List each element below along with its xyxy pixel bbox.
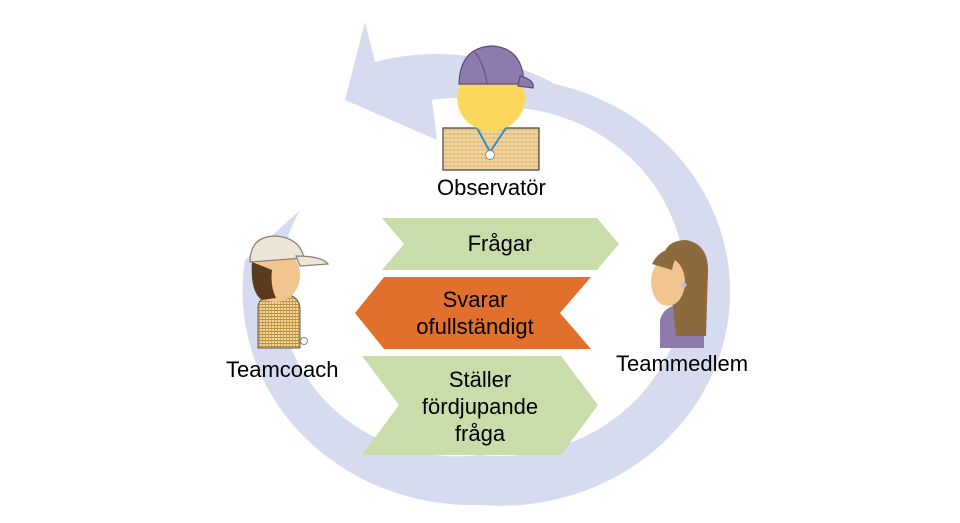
- observer-label: Observatör: [437, 175, 546, 200]
- member-label: Teammedlem: [616, 351, 749, 376]
- answers-line-1: Svarar: [442, 287, 508, 312]
- followup-line-3: fråga: [454, 421, 506, 446]
- answers-arrow: [355, 277, 591, 349]
- cycle-arrow-icon: [242, 22, 731, 506]
- coach-person-icon: [249, 235, 330, 349]
- asks-line-1: Frågar: [467, 231, 533, 256]
- followup-line-1: Ställer: [448, 367, 512, 392]
- team-member-person-icon: [651, 240, 708, 348]
- answers-arrow-label: Svarar ofullständigt: [375, 286, 575, 340]
- followup-line-2: fördjupande: [421, 394, 539, 419]
- observer-person-icon: [442, 45, 540, 171]
- followup-arrow: [362, 356, 598, 455]
- coach-label: Teamcoach: [226, 357, 339, 382]
- followup-arrow-label: Ställer fördjupande fråga: [380, 366, 580, 447]
- asks-arrow: [382, 218, 619, 270]
- answers-line-2: ofullständigt: [416, 314, 534, 339]
- asks-arrow-label: Frågar: [400, 230, 600, 257]
